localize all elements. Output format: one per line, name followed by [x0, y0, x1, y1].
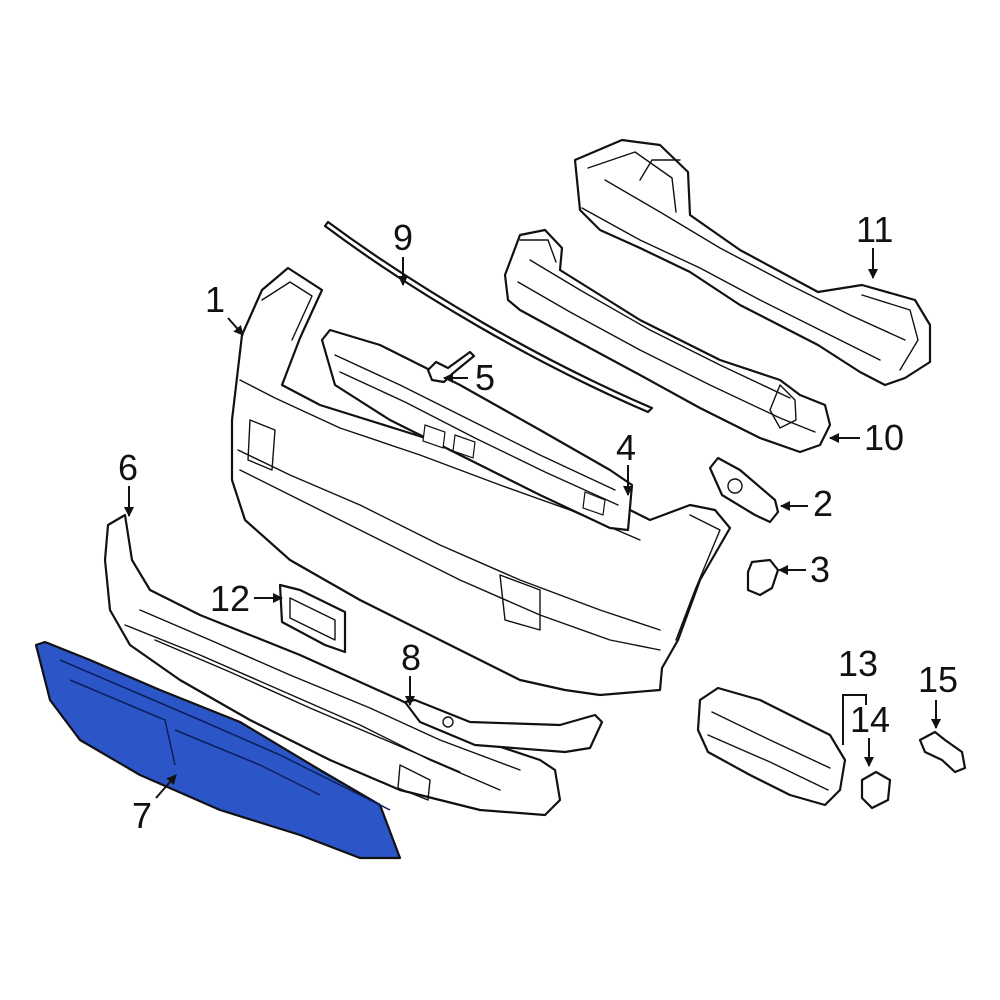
part-1-bumper-cover[interactable] [230, 266, 732, 697]
callout-2: 2 [813, 483, 833, 524]
callout-6: 6 [118, 447, 138, 488]
callout-14: 14 [850, 699, 890, 740]
part-3-sensor[interactable] [746, 558, 780, 597]
callout-1: 1 [205, 279, 225, 320]
callout-8: 8 [401, 637, 421, 678]
callout-7: 7 [132, 795, 152, 836]
callout-13: 13 [838, 643, 878, 684]
callout-3: 3 [810, 549, 830, 590]
callout-4: 4 [616, 427, 636, 468]
callout-5: 5 [475, 357, 495, 398]
callout-15: 15 [918, 659, 958, 700]
leader-lines [124, 248, 941, 799]
part-15-mount-bracket[interactable] [918, 730, 967, 774]
part-8-lower-trim[interactable] [403, 698, 604, 754]
callout-10: 10 [864, 417, 904, 458]
callout-11: 11 [856, 209, 893, 250]
part-10-energy-absorber[interactable] [503, 228, 832, 454]
part-4-upper-bracket[interactable] [320, 328, 634, 532]
part-14-socket[interactable] [860, 770, 892, 810]
callout-labels: 1 2 3 4 5 6 7 8 9 10 11 12 13 14 15 [118, 209, 958, 836]
part-11-reinforcement-bar[interactable] [573, 138, 932, 387]
part-7-skid-plate[interactable] [34, 640, 402, 860]
callout-9: 9 [393, 217, 413, 258]
part-13-lamp-housing[interactable] [696, 686, 847, 807]
part-9-trim-strip[interactable] [323, 220, 654, 414]
part-2-side-bracket[interactable] [708, 456, 780, 524]
callout-12: 12 [210, 578, 250, 619]
part-6-lower-valance[interactable] [103, 513, 562, 817]
part-5-clip[interactable] [426, 350, 476, 384]
part-12-plate-bracket[interactable] [278, 583, 347, 654]
